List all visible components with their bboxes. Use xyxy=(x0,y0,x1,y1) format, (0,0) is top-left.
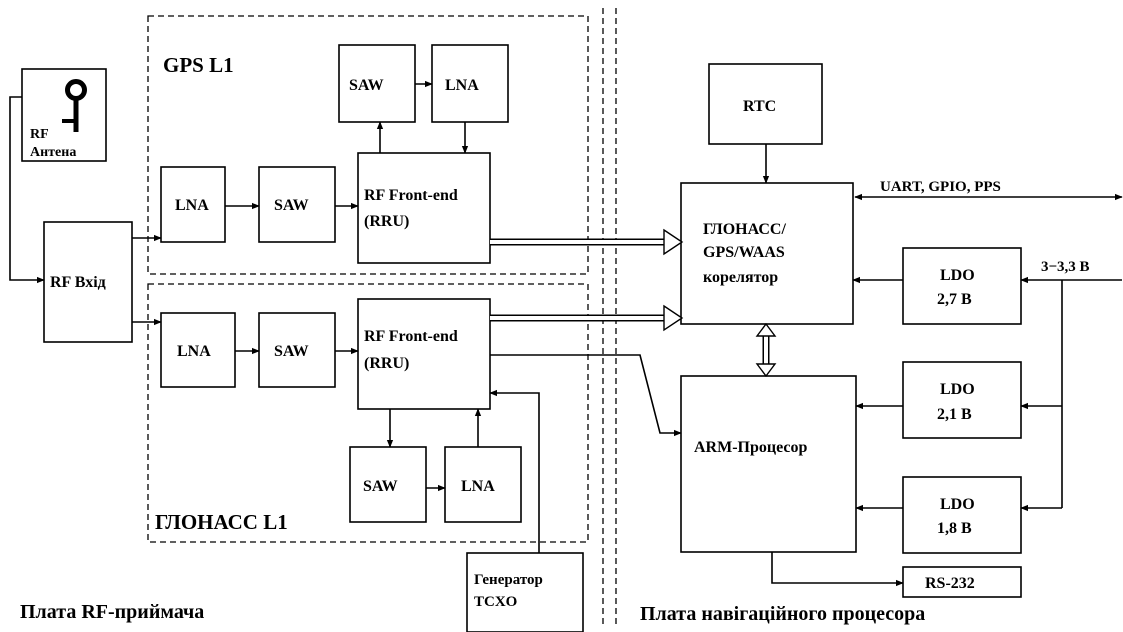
rf-input-box xyxy=(43,221,133,343)
antenna-label-1: RF xyxy=(30,127,49,142)
rf-antenna-block: RF Антена xyxy=(21,68,107,162)
glonass-saw-label: SAW xyxy=(274,343,309,360)
gps-section-title: GPS L1 xyxy=(163,53,234,77)
correlator-arm-hollow-arrow xyxy=(755,322,777,378)
ldo-27-label-2: 2,7 В xyxy=(937,291,972,308)
tcxo-label-1: Генератор xyxy=(474,572,543,588)
arm-processor-label: ARM-Процесор xyxy=(694,439,808,456)
glonass-saw-bottom-label: SAW xyxy=(363,478,398,495)
tcxo-box xyxy=(466,552,584,632)
rf-input-label: RF Вхід xyxy=(50,274,106,291)
gps-frontend-box xyxy=(357,152,491,264)
gps-lna-top-box xyxy=(431,44,509,123)
correlator-box xyxy=(680,182,854,325)
tcxo-label-2: TCXO xyxy=(474,594,517,610)
rs232-label: RS-232 xyxy=(925,575,975,592)
rf-board-label: Плата RF-приймача xyxy=(20,601,204,623)
uart-label: UART, GPIO, PPS xyxy=(880,179,1001,195)
gps-frontend-label-2: (RRU) xyxy=(364,213,409,230)
supply-label: 3−3,3 В xyxy=(1041,259,1090,275)
antenna-label-2: Антена xyxy=(30,145,76,160)
gps-lna-label: LNA xyxy=(175,197,209,214)
glonass-saw-box xyxy=(258,312,336,388)
nav-board-label: Плата навігаційного процесора xyxy=(640,603,925,625)
arm-processor-box xyxy=(680,375,857,553)
gps-section-frame xyxy=(147,15,589,275)
ldo-27-label-1: LDO xyxy=(940,267,975,284)
ldo-21-label-1: LDO xyxy=(940,381,975,398)
antenna-to-input-line xyxy=(9,96,45,284)
glonass-lna-bottom-box xyxy=(444,446,522,523)
glonass-saw-bottom-box xyxy=(349,446,427,523)
ldo-21-box xyxy=(902,361,1022,439)
glonass-data-hollow-arrow xyxy=(490,304,684,332)
correlator-label-2: GPS/WAAS xyxy=(703,244,785,261)
correlator-label-1: ГЛОНАСС/ xyxy=(703,221,786,238)
gps-frontend-label-1: RF Front-end xyxy=(364,187,458,204)
glonass-lna-box xyxy=(160,312,236,388)
correlator-label-3: корелятор xyxy=(703,269,778,286)
glonass-frontend-to-arm-line xyxy=(490,354,682,437)
ldo-18-box xyxy=(902,476,1022,554)
glonass-lna-bottom-label: LNA xyxy=(461,478,495,495)
gps-lna-top-label: LNA xyxy=(445,77,479,94)
glonass-frontend-label-2: (RRU) xyxy=(364,355,409,372)
glonass-lna-label: LNA xyxy=(177,343,211,360)
gps-lna-box xyxy=(160,166,226,243)
gps-data-hollow-arrow xyxy=(490,228,684,256)
antenna-icon xyxy=(62,79,87,132)
rtc-label: RTC xyxy=(743,98,776,115)
ldo-27-box xyxy=(902,247,1022,325)
gps-saw-box xyxy=(258,166,336,243)
gps-saw-top-box xyxy=(338,44,416,123)
ldo-18-label-2: 1,8 В xyxy=(937,520,972,537)
gps-saw-label: SAW xyxy=(274,197,309,214)
glonass-frontend-box xyxy=(357,298,491,410)
glonass-frontend-label-1: RF Front-end xyxy=(364,328,458,345)
glonass-section-frame xyxy=(147,283,589,543)
ldo-18-label-1: LDO xyxy=(940,496,975,513)
glonass-section-title: ГЛОНАСС L1 xyxy=(155,510,288,534)
ldo-21-label-2: 2,1 В xyxy=(937,406,972,423)
rtc-box xyxy=(708,63,823,145)
gps-saw-top-label: SAW xyxy=(349,77,384,94)
tcxo-to-frontend-line xyxy=(489,389,540,553)
arm-to-rs232-line xyxy=(771,552,904,587)
